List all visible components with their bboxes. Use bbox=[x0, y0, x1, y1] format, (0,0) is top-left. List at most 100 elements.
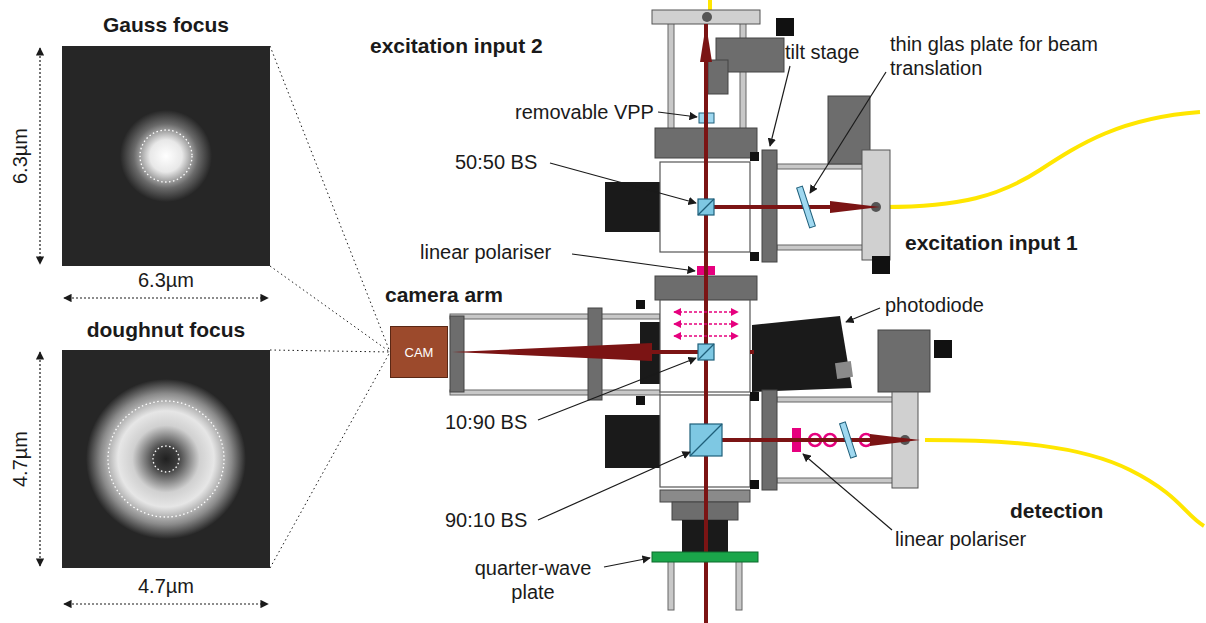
leader-lines bbox=[770, 66, 790, 146]
laser-beam bbox=[452, 343, 652, 361]
camera-label: CAM bbox=[405, 345, 434, 360]
dimension-label: 6.3µm bbox=[8, 128, 32, 184]
port-label: excitation input 2 bbox=[370, 33, 543, 58]
polarisation-arrows bbox=[674, 311, 738, 313]
part-label: 90:10 BS bbox=[445, 508, 527, 532]
leader-lines bbox=[604, 558, 650, 567]
detection-arm bbox=[777, 397, 897, 402]
fiber-mount-top bbox=[702, 12, 712, 22]
leader-lines bbox=[538, 66, 892, 567]
leader-lines bbox=[846, 308, 880, 322]
doughnut-focus-image bbox=[62, 350, 270, 568]
fiber-mount-top bbox=[708, 60, 728, 94]
fiber-mount-top bbox=[652, 10, 794, 132]
photodiode-symbol bbox=[835, 361, 853, 379]
dimension-label: 4.7µm bbox=[8, 431, 32, 487]
dimension-label: 6.3µm bbox=[62, 268, 270, 292]
green-waveplate bbox=[652, 552, 758, 562]
part-label: linear polariser bbox=[895, 527, 1026, 551]
leader-lines bbox=[538, 452, 690, 520]
excitation-arm-1 bbox=[777, 164, 872, 169]
dimension-arrows bbox=[64, 603, 268, 604]
dimension-arrows bbox=[64, 297, 268, 298]
doughnut-focus-image bbox=[153, 446, 179, 472]
dimension-arrows bbox=[39, 352, 40, 566]
detection-arm bbox=[750, 330, 952, 490]
beam-splitter-cubes bbox=[690, 424, 722, 456]
doughnut-focus-image bbox=[108, 401, 224, 517]
laser-beam bbox=[452, 24, 920, 623]
excitation-arm-1 bbox=[872, 256, 890, 274]
gauss-focus-image bbox=[62, 46, 270, 266]
detection-arm bbox=[878, 330, 930, 392]
leader-lines bbox=[538, 358, 696, 420]
polarisation-arrows bbox=[674, 323, 738, 325]
camera-arm bbox=[450, 390, 660, 395]
port-label: excitation input 1 bbox=[905, 230, 1078, 255]
gauss-focus-image bbox=[120, 110, 212, 202]
leader-lines bbox=[810, 72, 886, 193]
beam-splitter-cubes bbox=[698, 199, 714, 215]
laser-beam bbox=[706, 205, 836, 209]
part-label: tilt stage bbox=[785, 40, 859, 64]
excitation-arm-1 bbox=[750, 252, 759, 261]
camera-arm bbox=[450, 314, 660, 319]
panel-title: Gauss focus bbox=[62, 12, 270, 37]
polarisation-arrows bbox=[674, 335, 738, 337]
beam-splitter-cubes bbox=[698, 344, 714, 360]
gauss-focus-image bbox=[140, 130, 192, 182]
part-label: quarter-wave plate bbox=[462, 556, 604, 604]
laser-beam bbox=[870, 434, 920, 446]
dimension-label: 4.7µm bbox=[62, 574, 270, 598]
detection-arm bbox=[934, 340, 952, 358]
beam-splitter-cubes bbox=[690, 199, 722, 456]
fiber-mount-top bbox=[652, 10, 760, 24]
excitation-arm-1 bbox=[777, 245, 872, 250]
camera-box: CAM bbox=[390, 326, 448, 378]
green-waveplate bbox=[652, 552, 758, 562]
detection-arm bbox=[750, 480, 759, 489]
beam-splitter-cubes bbox=[698, 199, 714, 215]
part-label: thin glas plate for beam translation bbox=[890, 32, 1105, 80]
part-label: photodiode bbox=[885, 293, 984, 317]
excitation-arm-1 bbox=[862, 150, 890, 260]
doughnut-focus-image bbox=[62, 350, 270, 568]
excitation-arm-1 bbox=[750, 152, 759, 161]
part-label: linear polariser bbox=[420, 240, 551, 264]
camera-arm bbox=[450, 316, 464, 392]
beam-splitter-90-10 bbox=[605, 415, 660, 468]
projection-lines bbox=[270, 46, 390, 352]
camera-arm bbox=[636, 300, 645, 309]
projection-lines bbox=[270, 46, 390, 568]
camera-arm bbox=[450, 300, 660, 405]
optical-fiber bbox=[710, 0, 1204, 526]
laser-beam bbox=[750, 350, 754, 354]
photodiode-symbol bbox=[752, 316, 852, 392]
part-label: removable VPP bbox=[515, 100, 654, 124]
fiber-mount-top bbox=[776, 18, 794, 36]
laser-beam bbox=[830, 201, 880, 213]
glass-plates bbox=[797, 186, 857, 458]
projection-lines bbox=[270, 350, 390, 352]
panel-title: doughnut focus bbox=[62, 317, 270, 342]
excitation-arm-1 bbox=[750, 96, 890, 274]
laser-beam bbox=[700, 24, 712, 62]
optical-fiber bbox=[925, 440, 1204, 526]
camera-arm bbox=[636, 396, 645, 405]
doughnut-focus-image bbox=[86, 379, 246, 539]
objective-mount bbox=[736, 560, 742, 610]
beam-splitter-cubes bbox=[690, 424, 722, 456]
fiber-mount-top bbox=[668, 22, 674, 132]
part-label: 10:90 BS bbox=[445, 410, 527, 434]
part-label: 50:50 BS bbox=[455, 150, 537, 174]
projection-lines bbox=[270, 352, 390, 568]
objective-mount bbox=[668, 560, 674, 610]
projection-lines bbox=[270, 266, 390, 352]
detection-arm bbox=[750, 392, 759, 401]
beam-splitter-cubes bbox=[698, 344, 714, 360]
beam-splitter-50-50 bbox=[605, 182, 660, 232]
leader-lines bbox=[572, 254, 695, 271]
polarisation-arrows bbox=[674, 312, 738, 336]
glass-plates bbox=[797, 186, 816, 228]
